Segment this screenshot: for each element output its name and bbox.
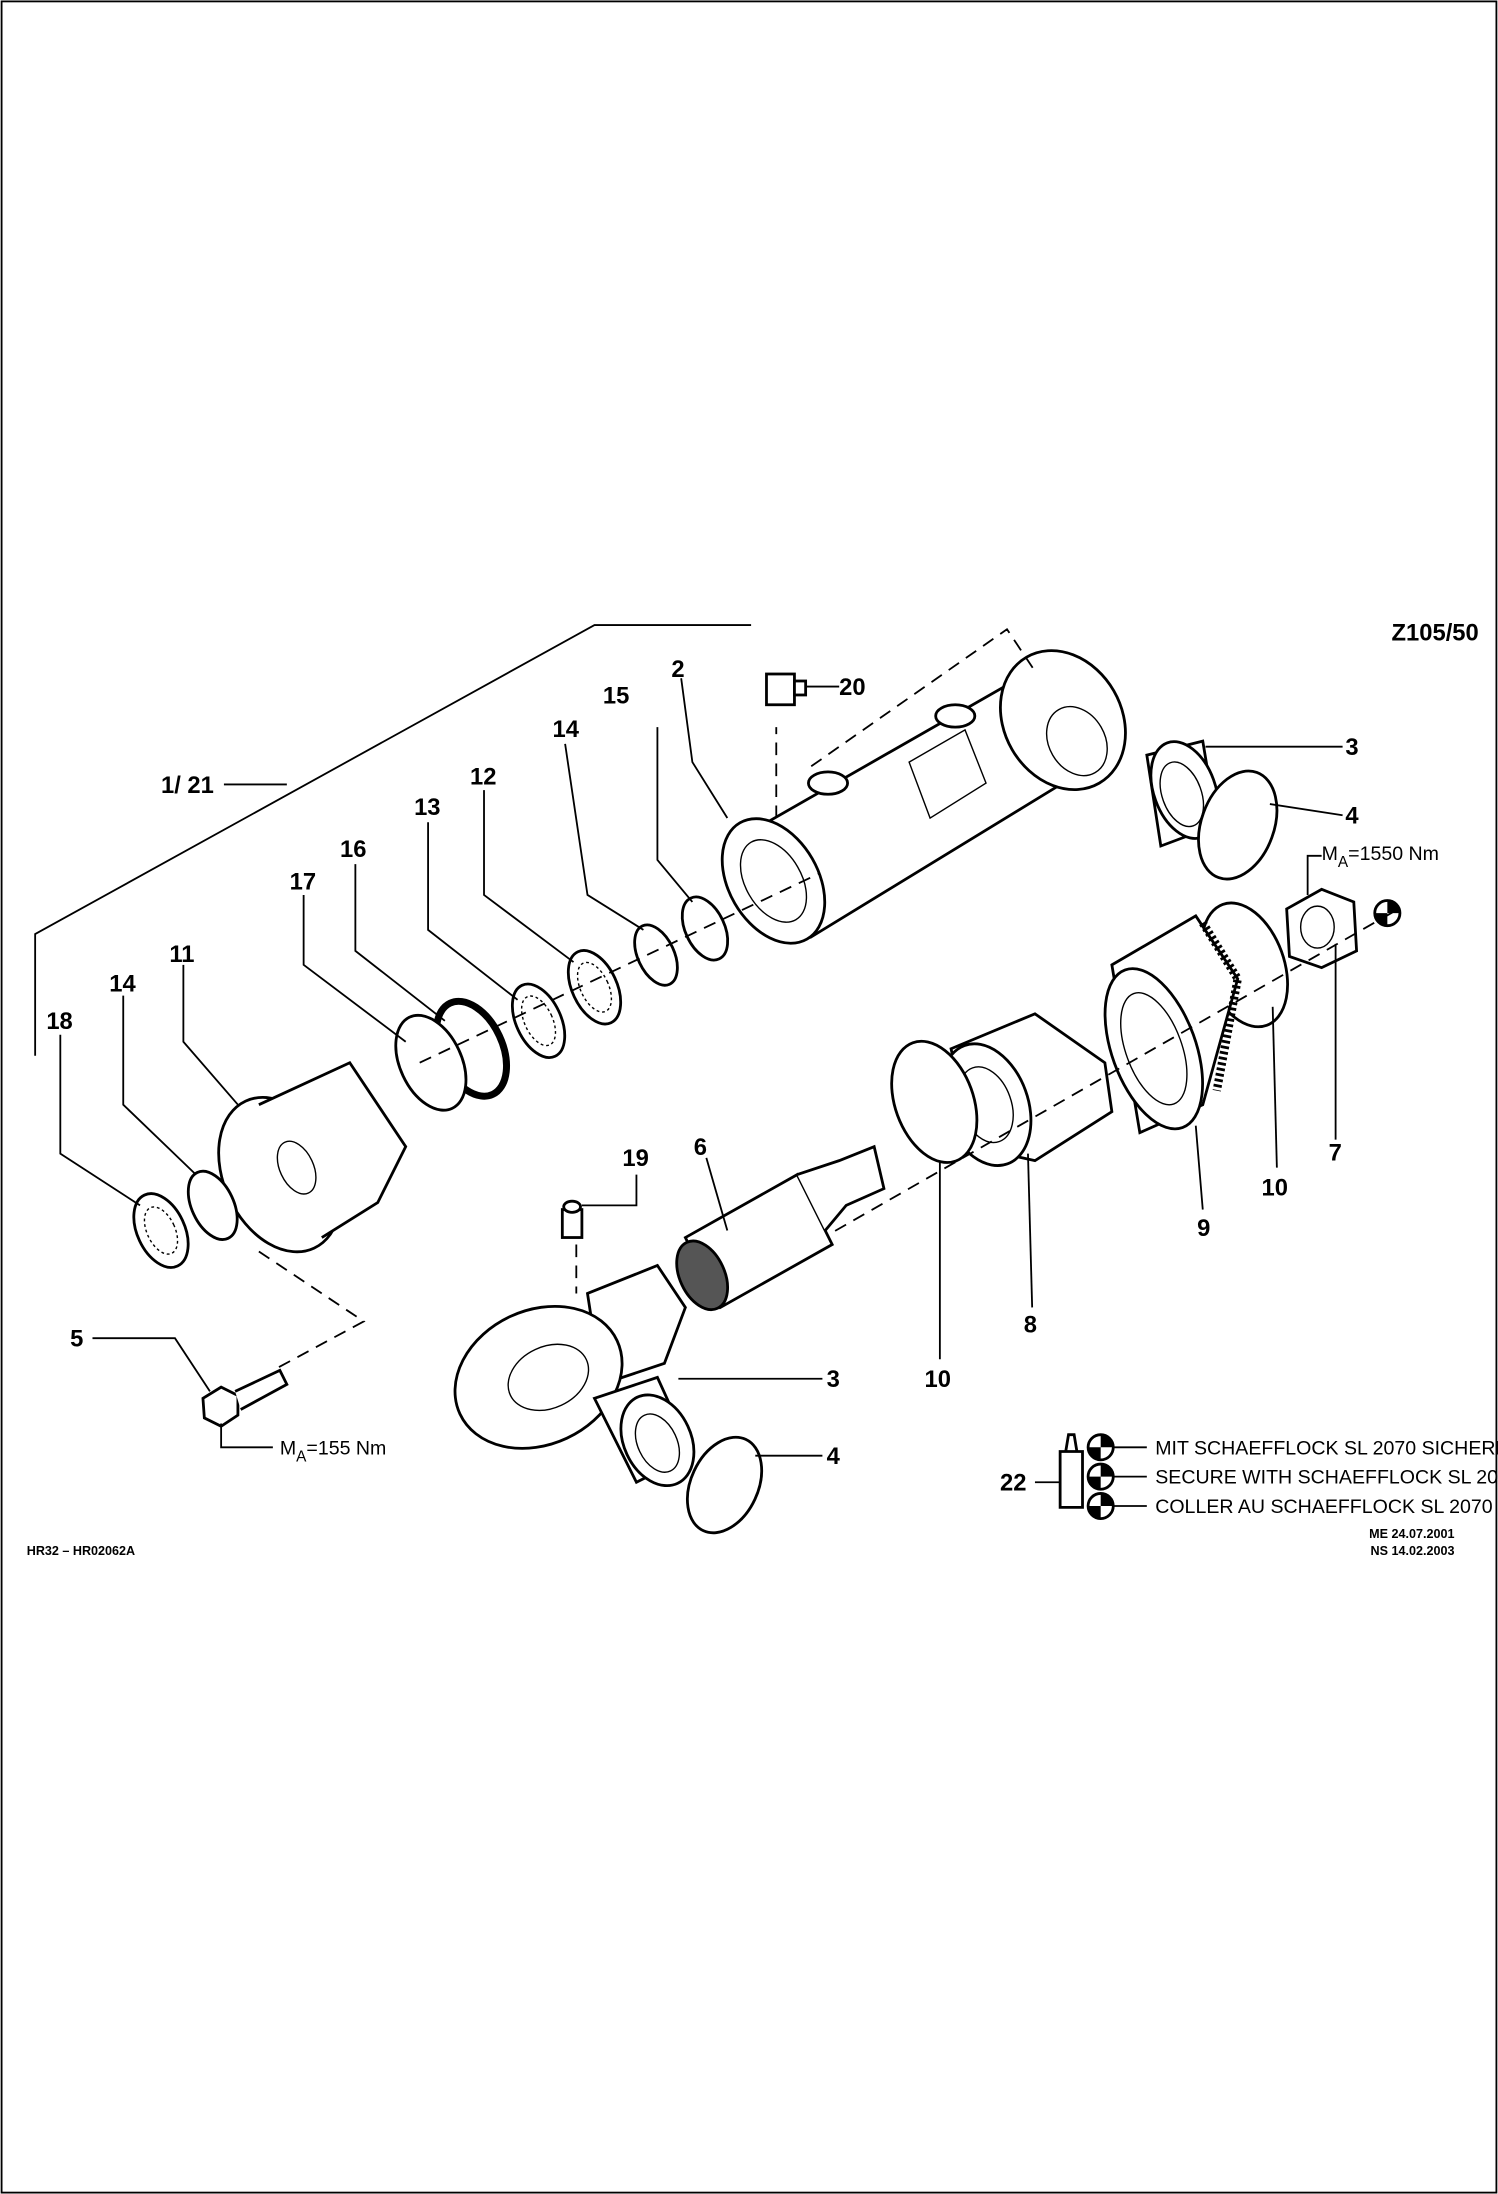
bolt-part-5 bbox=[201, 1368, 289, 1428]
dashed-guide bbox=[258, 1250, 366, 1372]
wiper-inner bbox=[143, 1206, 179, 1255]
bearing-part-12 bbox=[566, 949, 623, 1026]
nut-part-7 bbox=[1285, 887, 1359, 970]
leader-line bbox=[1194, 1125, 1204, 1210]
callout-3-upper: 3 bbox=[1345, 734, 1358, 761]
thread-lock-legend: 22 MIT SCHAEFFLOCK SL 2070 SICHERN SECUR… bbox=[1000, 1433, 1498, 1520]
leader-line bbox=[1271, 1006, 1278, 1168]
circlip-part-4-upper bbox=[1197, 769, 1279, 881]
callout-8: 8 bbox=[1024, 1312, 1037, 1339]
callout-4-lower: 4 bbox=[827, 1443, 841, 1470]
leader-line bbox=[302, 894, 407, 1043]
assembly-bracket-line bbox=[34, 624, 752, 1056]
seal-part-17 bbox=[394, 1013, 468, 1112]
legend-en: SECURE WITH SCHAEFFLOCK SL 2070 bbox=[1155, 1467, 1498, 1489]
leader-line bbox=[59, 1034, 141, 1207]
thread-lock-symbol bbox=[1373, 899, 1402, 928]
dashed-guide bbox=[775, 627, 1036, 819]
leader-line bbox=[354, 864, 446, 1022]
piston-rod-part-6 bbox=[675, 1144, 886, 1311]
legend-fr: COLLER AU SCHAEFFLOCK SL 2070 bbox=[1155, 1496, 1493, 1518]
leader-line bbox=[182, 964, 239, 1106]
adhesive-bottle-icon bbox=[1058, 1433, 1084, 1509]
callout-16: 16 bbox=[340, 836, 366, 863]
callout-12: 12 bbox=[470, 763, 496, 790]
axis-centerline bbox=[419, 873, 819, 1064]
revision-2: NS 14.02.2003 bbox=[1371, 1544, 1455, 1558]
callout-14-upper: 14 bbox=[553, 716, 580, 743]
callout-6: 6 bbox=[694, 1134, 707, 1161]
callout-20: 20 bbox=[839, 674, 865, 701]
leader-line bbox=[427, 822, 519, 1001]
leader-line bbox=[656, 727, 694, 903]
fitting-part-20 bbox=[765, 672, 808, 707]
callout-18: 18 bbox=[46, 1008, 72, 1035]
leader-line bbox=[1269, 803, 1343, 817]
ring-part-14-lower bbox=[186, 1169, 239, 1241]
callout-19: 19 bbox=[622, 1145, 648, 1172]
rod-eye bbox=[453, 1263, 687, 1450]
leader-line bbox=[1306, 854, 1322, 895]
leader-line bbox=[220, 1423, 273, 1449]
torque-lower: MA=155 Nm bbox=[280, 1437, 386, 1465]
bushing-part-3-upper bbox=[1145, 739, 1220, 848]
leader-line bbox=[564, 743, 644, 931]
callout-1-21: 1/ 21 bbox=[161, 772, 214, 799]
leader-line bbox=[581, 1174, 638, 1207]
callout-2: 2 bbox=[671, 656, 684, 683]
drawing-number: Z105/50 bbox=[1392, 619, 1479, 646]
revision-1: ME 24.07.2001 bbox=[1369, 1527, 1454, 1541]
lock-symbol-icon bbox=[1086, 1433, 1115, 1520]
leader-line bbox=[680, 678, 729, 819]
leader-line bbox=[705, 1157, 729, 1231]
bushing-part-3-lower bbox=[592, 1375, 696, 1488]
callout-4-upper: 4 bbox=[1345, 803, 1359, 830]
callout-11: 11 bbox=[169, 941, 194, 968]
leader-line bbox=[92, 1337, 211, 1392]
callout-13: 13 bbox=[414, 794, 440, 821]
callout-15: 15 bbox=[603, 682, 629, 709]
ring-part-10-lower bbox=[890, 1039, 979, 1164]
ring-part-14-upper bbox=[633, 923, 679, 987]
wiper-part-18 bbox=[132, 1192, 190, 1269]
footer-reference: HR32 – HR02062A bbox=[27, 1544, 135, 1558]
callout-10-upper: 10 bbox=[1261, 1175, 1287, 1202]
legend-de: MIT SCHAEFFLOCK SL 2070 SICHERN bbox=[1155, 1437, 1498, 1459]
cylinder-barrel-part-2 bbox=[720, 649, 1127, 945]
grease-nipple-part-19 bbox=[560, 1199, 584, 1239]
leader-line bbox=[122, 995, 197, 1176]
callout-3-lower: 3 bbox=[827, 1366, 840, 1393]
callout-9: 9 bbox=[1197, 1215, 1210, 1242]
leader-line bbox=[1027, 1153, 1034, 1308]
cylinder-head-part-11 bbox=[217, 1060, 408, 1254]
axis-centerline bbox=[761, 908, 1399, 1274]
callout-14-lower: 14 bbox=[109, 970, 136, 997]
bearing-inner bbox=[576, 961, 613, 1013]
circlip-part-4-lower bbox=[686, 1435, 764, 1535]
torque-upper: MA=1550 Nm bbox=[1322, 843, 1439, 871]
callout-10-lower: 10 bbox=[924, 1366, 950, 1393]
leader-line bbox=[483, 790, 575, 963]
callout-5: 5 bbox=[70, 1326, 83, 1353]
bearing-part-13 bbox=[510, 982, 567, 1059]
bearing-inner bbox=[520, 995, 557, 1047]
callout-17: 17 bbox=[290, 868, 316, 895]
callout-7: 7 bbox=[1329, 1140, 1342, 1167]
callout-22: 22 bbox=[1000, 1470, 1026, 1497]
